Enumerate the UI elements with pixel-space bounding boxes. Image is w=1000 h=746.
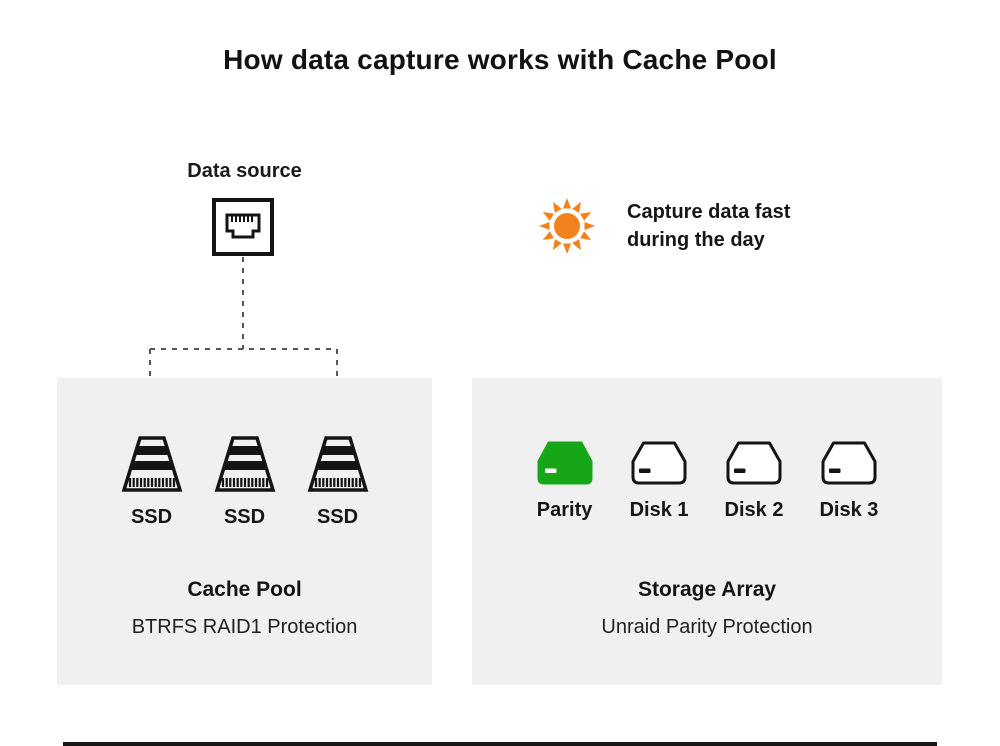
cache-pool-subtitle: BTRFS RAID1 Protection: [131, 616, 358, 638]
hard-disk-icon: [726, 441, 782, 485]
ssd-icon: [121, 436, 182, 492]
sun-icon: [539, 198, 595, 254]
day-note: Capture data fast during the day: [538, 197, 790, 255]
drive-label: SSD: [316, 506, 359, 528]
drive-label: Disk 3: [819, 499, 879, 521]
hard-disk-icon: [821, 441, 877, 485]
ssd-icon: [307, 436, 368, 492]
cache-pool-caption: Cache Pool BTRFS RAID1 Protection: [57, 578, 432, 639]
ethernet-port-icon: [212, 198, 274, 256]
ssd-drive-3: SSD: [307, 435, 369, 529]
diagram-title: How data capture works with Cache Pool: [223, 44, 777, 75]
ssd-row: SSD SSD SSD: [57, 435, 432, 529]
ssd-icon: [214, 436, 275, 492]
storage-array-title: Storage Array: [637, 578, 777, 601]
data-source-icon-wrap: [211, 197, 275, 257]
cache-pool-title: Cache Pool: [187, 578, 302, 601]
drive-label: SSD: [223, 506, 266, 528]
data-source-label: Data source: [187, 160, 302, 182]
drive-label: SSD: [130, 506, 173, 528]
day-note-text: Capture data fast during the day: [627, 201, 791, 251]
parity-drive: Parity: [536, 440, 594, 522]
cache-pool-panel: SSD SSD SSD: [57, 378, 432, 685]
drive-label: Parity: [536, 499, 593, 521]
hard-disk-icon: [631, 441, 687, 485]
data-disk-1: Disk 1: [630, 440, 689, 522]
drive-label: Disk 1: [629, 499, 689, 521]
data-disk-3: Disk 3: [819, 440, 878, 522]
data-disk-2: Disk 2: [724, 440, 784, 522]
drive-label: Disk 2: [724, 499, 784, 521]
storage-array-panel: Parity Disk 1 Disk 2: [472, 378, 942, 685]
parity-disk-icon: [537, 441, 593, 485]
storage-array-caption: Storage Array Unraid Parity Protection: [472, 578, 942, 639]
ssd-drive-1: SSD: [121, 435, 183, 529]
bottom-edge-bar: [63, 742, 937, 746]
ssd-drive-2: SSD: [214, 435, 276, 529]
storage-array-subtitle: Unraid Parity Protection: [601, 616, 813, 638]
disk-row: Parity Disk 1 Disk 2: [472, 440, 942, 522]
